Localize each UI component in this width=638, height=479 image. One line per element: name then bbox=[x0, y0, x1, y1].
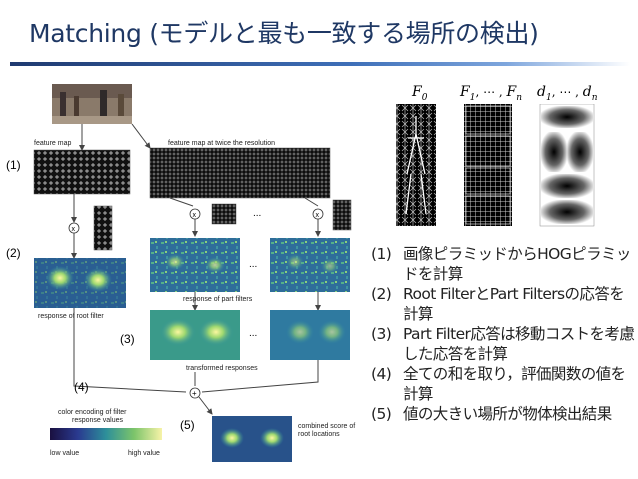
part-filter-response-n bbox=[270, 238, 350, 292]
multiply-node-part-n: x bbox=[312, 208, 324, 220]
step-5: (5)値の大きい場所が物体検出結果 bbox=[371, 405, 612, 423]
marker-1: (1) bbox=[6, 158, 21, 172]
marker-2: (2) bbox=[6, 246, 21, 260]
label-response-part: response of part filters bbox=[183, 296, 253, 303]
transformed-response-1 bbox=[150, 310, 240, 360]
ellipsis-top: ... bbox=[253, 208, 261, 219]
step-4: (4)全ての和を取り，評価関数の値を計算 bbox=[371, 365, 626, 403]
ellipsis-mid: ... bbox=[249, 259, 257, 270]
svg-text:x: x bbox=[72, 226, 76, 233]
label-combined-2: root locations bbox=[298, 431, 340, 438]
step-1: (1)画像ピラミッドからHOGピラミッドを計算 bbox=[371, 245, 631, 283]
steps-list: (1)画像ピラミッドからHOGピラミッドを計算 (2)Root FilterとP… bbox=[371, 244, 636, 424]
pipeline-diagram: feature map feature map at twice the res… bbox=[33, 84, 355, 462]
label-low: low value bbox=[50, 450, 79, 457]
multiply-node-part-1: x bbox=[189, 208, 201, 220]
sum-node: + bbox=[189, 387, 201, 399]
combined-score-map bbox=[212, 416, 292, 462]
model-label-root: F0 bbox=[412, 84, 428, 103]
svg-text:x: x bbox=[316, 212, 320, 219]
marker-4: (4) bbox=[74, 380, 89, 394]
title-underline bbox=[10, 62, 630, 66]
label-response-root: response of root filter bbox=[38, 313, 104, 320]
svg-text:x: x bbox=[193, 212, 197, 219]
svg-text:+: + bbox=[192, 389, 197, 398]
slide-title: Matching (モデルと最も一致する場所の検出) bbox=[29, 19, 539, 48]
label-feature-map: feature map bbox=[34, 140, 71, 147]
marker-5: (5) bbox=[180, 418, 195, 432]
part-filter-thumb-1 bbox=[211, 203, 237, 225]
part-filter-response-1 bbox=[150, 238, 240, 292]
feature-map-fine bbox=[149, 147, 331, 199]
ellipsis-low: ... bbox=[249, 328, 257, 339]
part-filters-model bbox=[464, 104, 512, 226]
label-transformed: transformed responses bbox=[186, 365, 258, 372]
label-encoding-2: response values bbox=[72, 417, 123, 424]
label-feature-map-twice: feature map at twice the resolution bbox=[168, 140, 275, 147]
deformation-model bbox=[539, 104, 595, 227]
color-bar bbox=[50, 428, 162, 440]
root-filter-thumb bbox=[93, 205, 113, 251]
marker-3: (3) bbox=[120, 332, 135, 346]
model-label-deformation: d1, ⋯ , dn bbox=[537, 84, 598, 103]
step-3: (3)Part Filter応答は移動コストを考慮した応答を計算 bbox=[371, 325, 635, 363]
model-label-parts: F1, ⋯ , Fn bbox=[460, 84, 523, 103]
root-filter-response bbox=[34, 258, 126, 308]
root-filter-figure bbox=[405, 116, 427, 215]
model-visualization bbox=[396, 104, 595, 227]
label-combined-1: combined score of bbox=[298, 423, 355, 430]
part-filter-thumb-n bbox=[332, 199, 352, 231]
multiply-node-root: x bbox=[68, 222, 80, 234]
part-filter-grid bbox=[465, 105, 511, 225]
label-high: high value bbox=[128, 450, 160, 457]
feature-map-coarse bbox=[33, 149, 131, 195]
step-2: (2)Root FilterとPart Filtersの応答を計算 bbox=[371, 285, 625, 323]
transformed-response-n bbox=[270, 310, 350, 360]
label-encoding-1: color encoding of filter bbox=[58, 409, 127, 416]
input-photo bbox=[52, 84, 132, 124]
